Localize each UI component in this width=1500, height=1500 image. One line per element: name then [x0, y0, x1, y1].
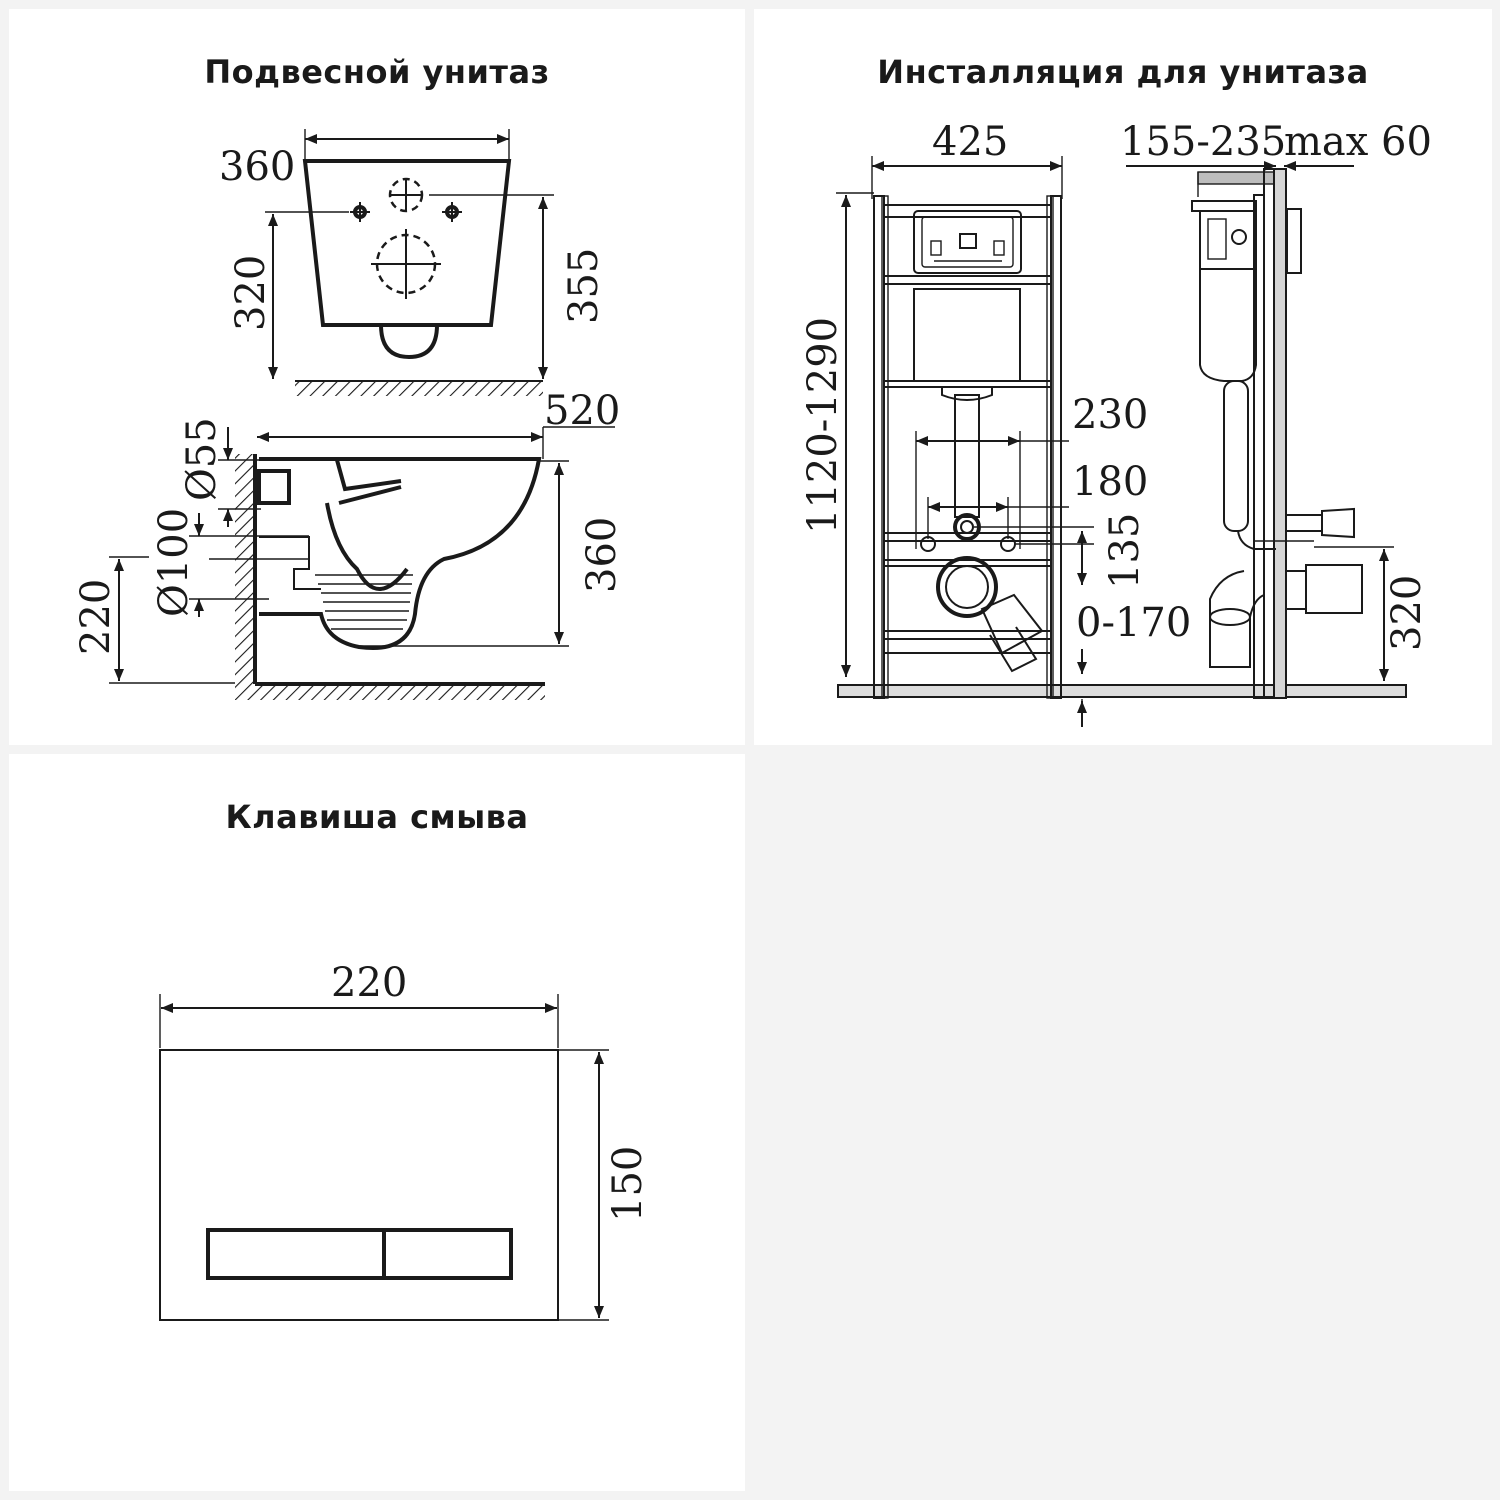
installation-depth-label: 155-235 [1120, 119, 1286, 165]
installation-drawing: 425 155-235 max 60 1120-1290 230 180 135… [800, 119, 1432, 727]
toilet-side-height-label: 360 [579, 517, 625, 593]
toilet-diam-large-label: Ø100 [151, 508, 197, 617]
toilet-mount-height-label: 320 [228, 255, 274, 331]
installation-floor [837, 684, 1407, 698]
flush-drawing: 220 150 [159, 960, 651, 1321]
toilet-title: Подвесной унитаз [204, 53, 550, 91]
toilet-length-label: 520 [544, 388, 620, 434]
toilet-height-top-label: 355 [561, 248, 607, 324]
installation-side-view [1126, 161, 1394, 699]
flush-width-label: 220 [331, 960, 407, 1006]
flush-plate [159, 1049, 559, 1321]
installation-panel: Инсталляция для унитаза [754, 9, 1492, 745]
toilet-drawing: 360 320 355 520 360 Ø55 Ø100 220 [73, 129, 625, 700]
installation-title: Инсталляция для унитаза [877, 53, 1369, 91]
installation-frame-height-label: 1120-1290 [800, 317, 846, 534]
toilet-outlet-height-label: 220 [73, 579, 119, 655]
flush-button-small [206, 1228, 386, 1280]
installation-front-view [836, 156, 1094, 727]
installation-pipe-distance-label: 180 [1072, 459, 1148, 505]
installation-pipe-height-label: 135 [1102, 513, 1148, 589]
installation-side-outlet-height-label: 320 [1384, 575, 1430, 651]
installation-stud-distance-label: 230 [1072, 392, 1148, 438]
toilet-side-view [109, 426, 615, 700]
installation-leg-adjust-label: 0-170 [1076, 600, 1191, 646]
installation-frame-width-label: 425 [932, 119, 1008, 165]
installation-max-depth-label: max 60 [1284, 119, 1432, 165]
flush-height-label: 150 [605, 1146, 651, 1222]
flush-title: Клавиша смыва [225, 798, 529, 836]
toilet-top-view [265, 129, 554, 396]
toilet-diam-small-label: Ø55 [179, 417, 225, 501]
flush-panel: Клавиша смыва 220 150 [9, 754, 745, 1491]
toilet-top-width-label: 360 [219, 144, 295, 190]
toilet-panel: Подвесной унитаз [9, 9, 745, 745]
flush-button-large [382, 1228, 513, 1280]
